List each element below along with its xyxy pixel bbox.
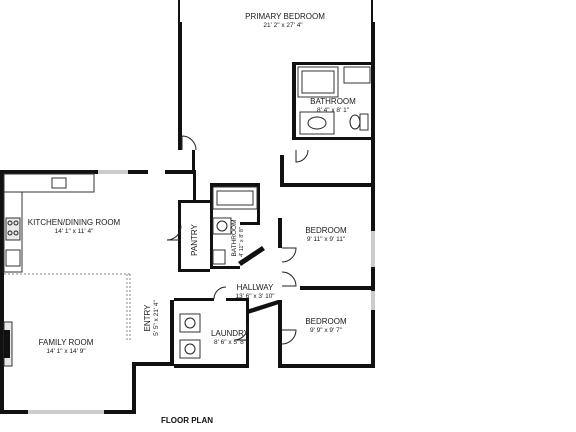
kitchen-fixtures xyxy=(3,173,95,273)
primary-bedroom-label: PRIMARY BEDROOM xyxy=(245,12,325,21)
fireplace xyxy=(3,321,13,367)
laundry-size: 8' 6" x 5' 8" xyxy=(214,339,247,346)
family-room-label: FAMILY ROOM xyxy=(39,338,94,347)
bedroom-2-label: BEDROOM xyxy=(305,226,347,235)
primary-bedroom-size: 21' 2" x 27' 4" xyxy=(263,22,303,29)
primary-bathroom-label: BATHROOM xyxy=(310,97,356,106)
entry-label: ENTRY xyxy=(143,304,152,332)
open-plan-boundary xyxy=(4,273,131,342)
hall-bathroom-size: 4' 11" x 8' 8" xyxy=(239,227,245,257)
primary-bathroom-size: 8' 4" x 8' 1" xyxy=(317,107,350,114)
primary-bath-fixtures xyxy=(297,66,371,135)
entry-size: 5' 5" x 21' 4" xyxy=(153,299,160,335)
walls xyxy=(0,0,375,414)
laundry-fixtures xyxy=(179,313,201,359)
hall-bath-fixtures xyxy=(212,186,258,265)
kitchen-dining-label: KITCHEN/DINING ROOM xyxy=(28,218,121,227)
hallway-label: HALLWAY xyxy=(237,283,274,292)
windows xyxy=(28,170,375,414)
hall-bathroom-label: BATHROOM xyxy=(231,219,238,256)
bedroom-3-size: 9' 9" x 9' 7" xyxy=(310,327,343,334)
kitchen-dining-size: 14' 1" x 11' 4" xyxy=(55,228,94,235)
laundry-label: LAUNDRY xyxy=(211,329,250,338)
family-room-size: 14' 1" x 14' 9" xyxy=(46,348,86,355)
hallway-size: 13' 6" x 3' 10" xyxy=(235,293,275,300)
bedroom-3-label: BEDROOM xyxy=(305,317,347,326)
bedroom-2-size: 9' 11" x 9' 11" xyxy=(307,236,346,243)
pantry-label: PANTRY xyxy=(190,223,199,255)
plan-title: FLOOR PLAN xyxy=(161,416,213,425)
